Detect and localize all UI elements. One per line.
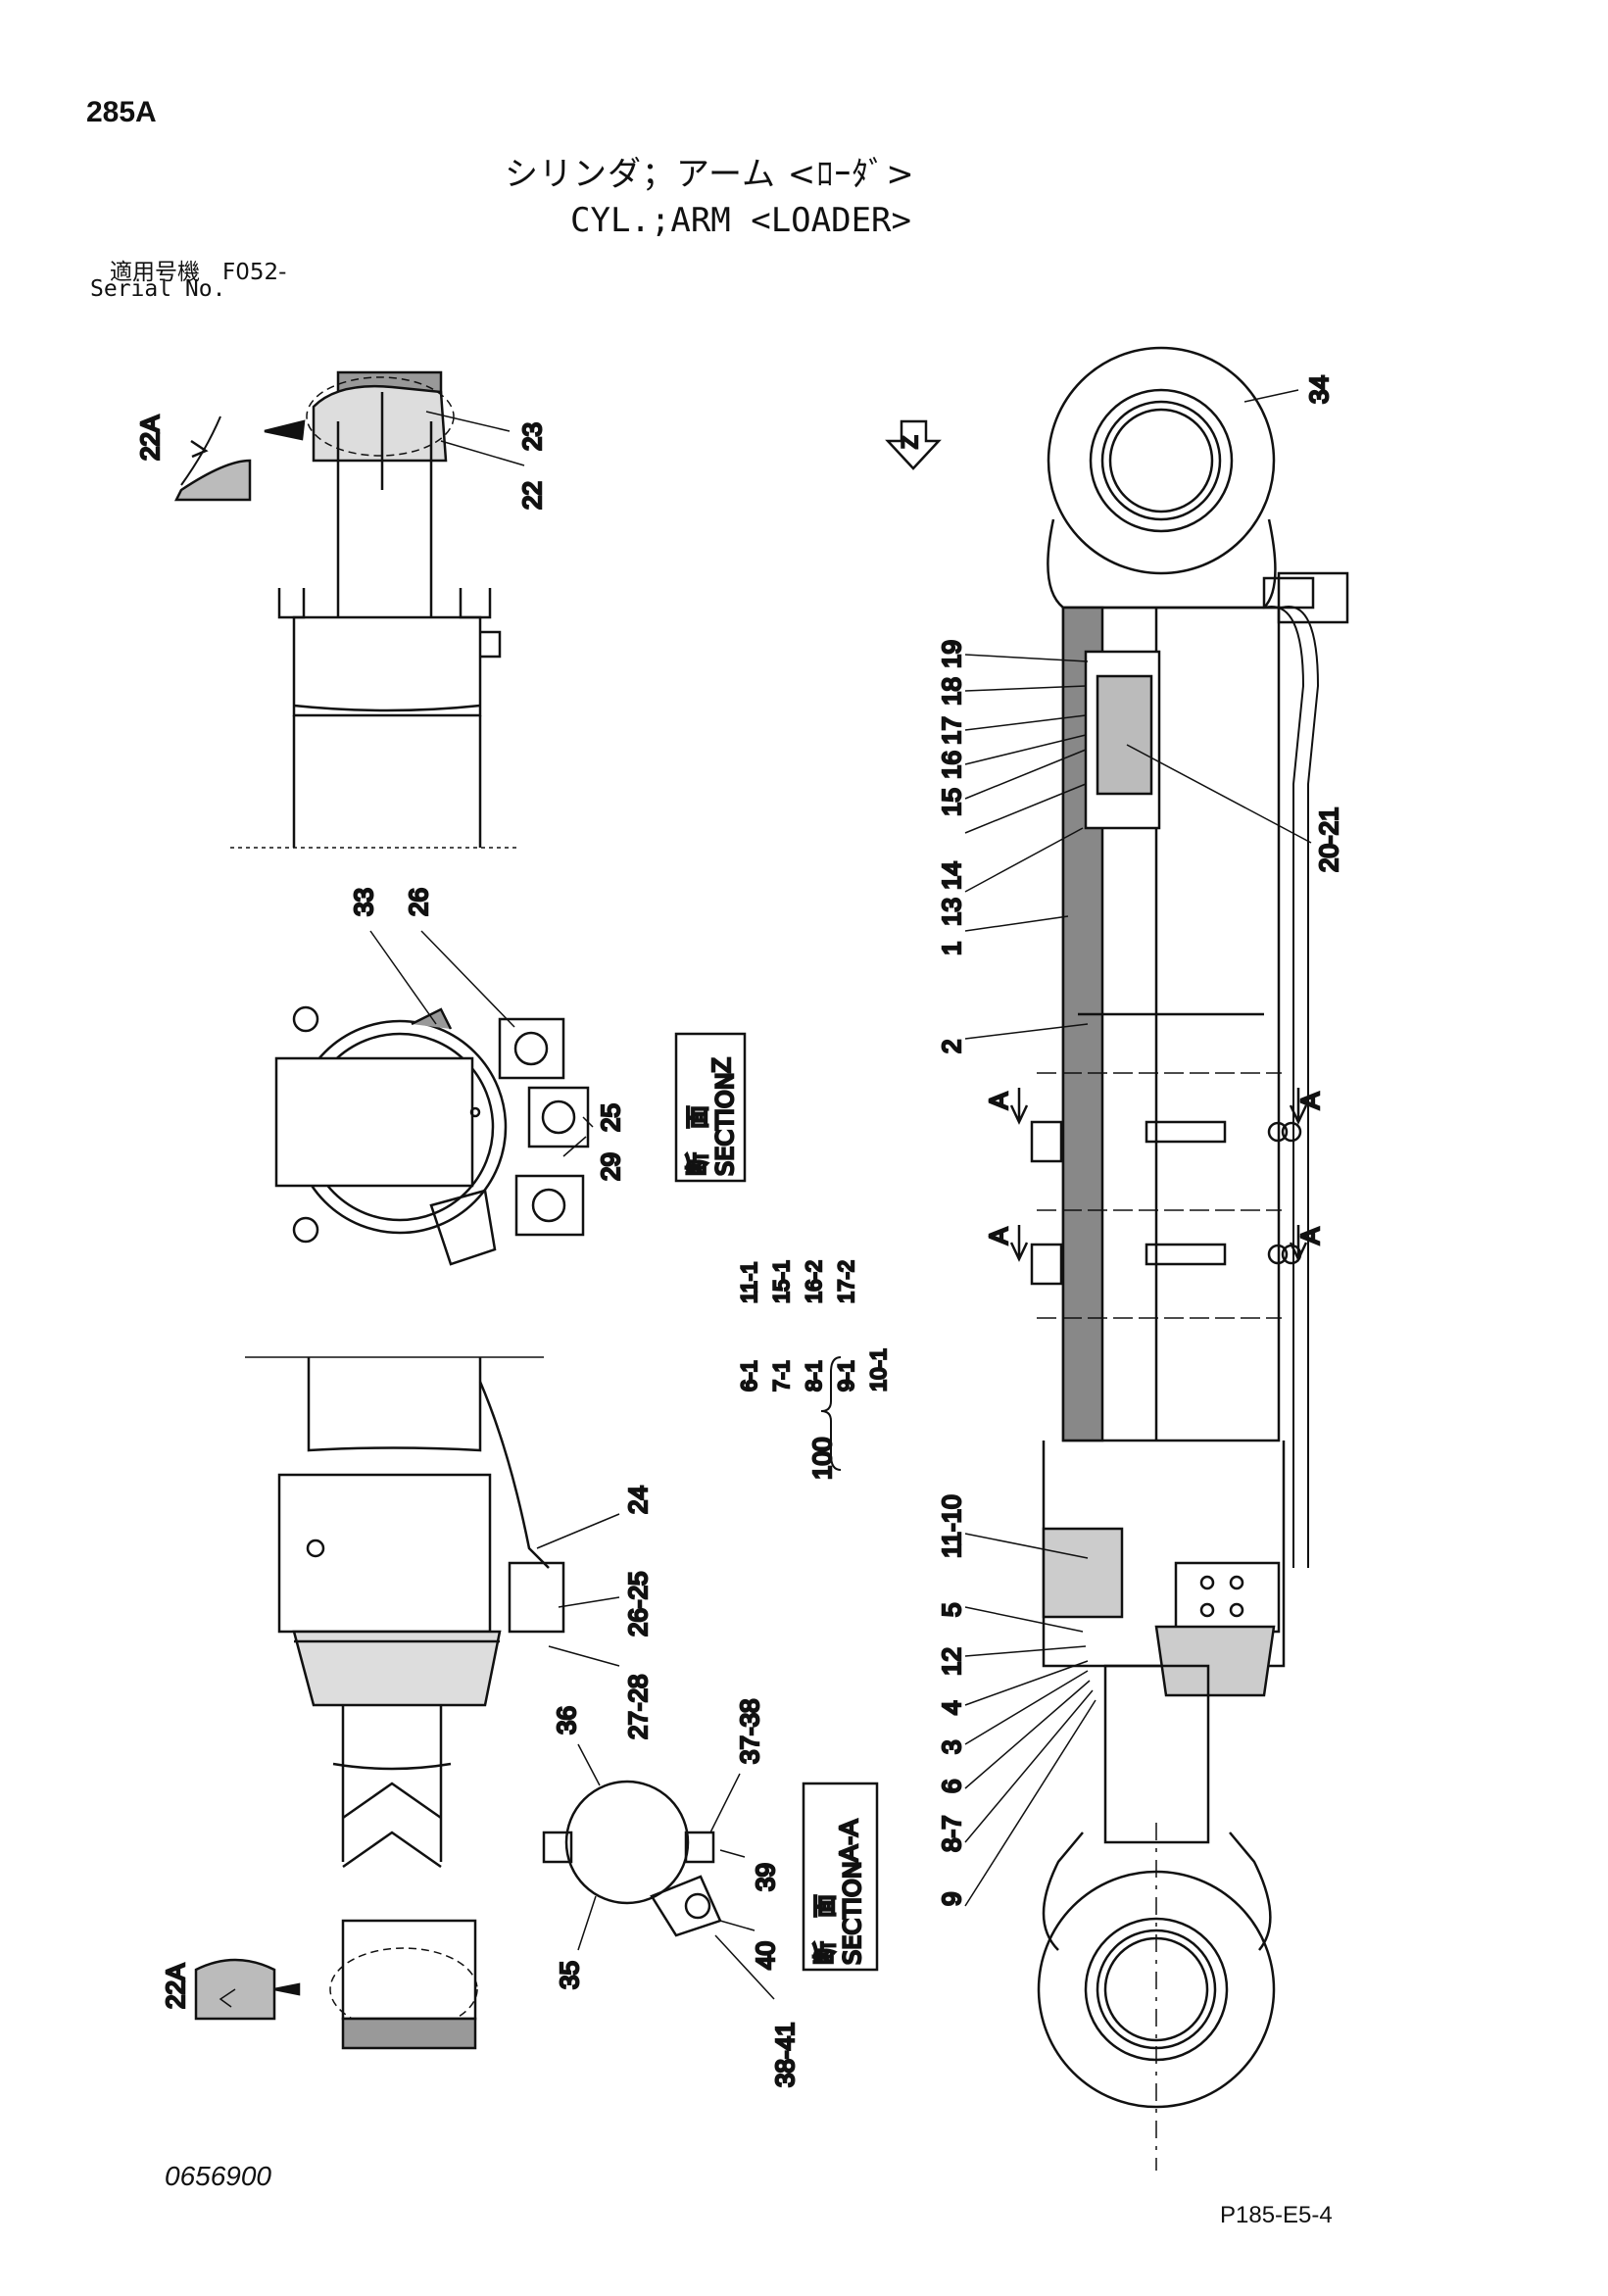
serial-label-english: Serial No. [90, 276, 226, 302]
callout-19: 19 [937, 640, 966, 668]
callout-12: 12 [937, 1647, 966, 1676]
callout-22: 22 [517, 481, 547, 510]
callout-35: 35 [555, 1961, 584, 1989]
kit-100-label: 100 [807, 1438, 837, 1480]
callout-22a-top: 22A [135, 415, 165, 461]
section-a-marker-1: A [984, 1092, 1013, 1109]
kit-item-11-1: 11-1 [737, 1262, 761, 1303]
callout-40: 40 [751, 1941, 780, 1970]
section-z-id: Z [707, 1057, 736, 1073]
section-a-marker-4: A [1295, 1227, 1325, 1245]
page-reference: P185-E5-4 [1220, 2202, 1333, 2228]
callout-34: 34 [1304, 375, 1334, 404]
section-aa-leaders [577, 1743, 775, 2000]
rod-end-top-leaders [425, 411, 525, 466]
callout-38-41: 38-41 [770, 2023, 800, 2088]
kit-item-10-1: 10-1 [866, 1348, 891, 1392]
kit-item-16-2: 16-2 [802, 1260, 826, 1303]
section-a-marker-3: A [1295, 1092, 1325, 1109]
callout-13: 13 [937, 898, 966, 926]
title-japanese: シリンダ；アーム <ﾛｰﾀﾞ> [505, 155, 915, 194]
callout-15: 15 [937, 788, 966, 816]
callout-37-38: 37-38 [735, 1699, 764, 1765]
callout-4: 4 [937, 1701, 966, 1715]
callout-11-10: 11-10 [937, 1494, 966, 1558]
callout-8-7: 8-7 [937, 1815, 966, 1852]
section-aa-label: 断 面 SECTION A-A [810, 1818, 868, 1967]
main-cylinder-leaders [964, 389, 1312, 1907]
callout-1: 1 [937, 942, 966, 955]
kit-item-9-1: 9-1 [834, 1360, 858, 1392]
callout-16: 16 [937, 751, 966, 779]
callout-25: 25 [596, 1103, 625, 1132]
kit-item-6-1: 6-1 [737, 1360, 761, 1392]
head-end-side-view [194, 1356, 565, 2050]
callout-39: 39 [751, 1863, 780, 1891]
kit-item-17-2: 17-2 [834, 1260, 858, 1303]
callout-36: 36 [552, 1706, 581, 1734]
section-z-label: 断 面 SECTION Z [683, 1056, 741, 1178]
callout-23: 23 [517, 422, 547, 451]
kit-item-8-1: 8-1 [802, 1360, 826, 1392]
section-z-label-jp: 断 面 [684, 1105, 711, 1176]
document-number: 0656900 [165, 2161, 272, 2191]
main-cylinder-callouts: 34 19 18 17 16 15 14 13 1 2 20-21 11-10 … [936, 374, 1345, 1907]
callout-9: 9 [937, 1892, 966, 1906]
callout-26: 26 [404, 888, 433, 916]
section-z-label-en: SECTION [711, 1072, 739, 1176]
callout-20-21: 20-21 [1314, 807, 1343, 873]
kit-item-15-1: 15-1 [769, 1260, 794, 1303]
view-z-arrow-label: Z [898, 436, 922, 449]
kit-item-7-1: 7-1 [769, 1360, 794, 1392]
callout-26-25: 26-25 [623, 1572, 653, 1637]
callout-22a-bottom: 22A [161, 1963, 190, 2009]
callout-2: 2 [937, 1040, 966, 1053]
callout-27-28: 27-28 [623, 1675, 653, 1740]
serial-label-japanese: 適用号機 F052- [110, 260, 287, 285]
callout-3: 3 [937, 1740, 966, 1754]
model-number: 285A [86, 96, 157, 128]
section-a-marker-2: A [984, 1227, 1013, 1245]
callout-18: 18 [937, 677, 966, 706]
section-aa-label-en: SECTION [839, 1861, 866, 1965]
kit-100-group: 100 6-1 7-1 8-1 9-1 10-1 11-1 15-1 16-2 … [736, 1259, 893, 1482]
rod-end-top-detail [173, 370, 519, 849]
section-a-markers: A A A A Z [897, 434, 1327, 1246]
section-z-leaders [369, 930, 594, 1157]
section-z-view [274, 1005, 747, 1266]
section-aa-label-jp: 断 面 [811, 1894, 839, 1965]
callout-5: 5 [937, 1603, 966, 1617]
callout-6: 6 [937, 1780, 966, 1793]
callout-33: 33 [349, 888, 378, 916]
callout-14: 14 [937, 861, 966, 890]
callout-17: 17 [937, 716, 966, 745]
callout-29: 29 [596, 1152, 625, 1181]
callout-24: 24 [623, 1486, 653, 1514]
section-aa-id: A-A [834, 1819, 863, 1862]
title-english: CYL.;ARM <LOADER> [570, 201, 911, 240]
head-end-leaders [536, 1513, 620, 1667]
